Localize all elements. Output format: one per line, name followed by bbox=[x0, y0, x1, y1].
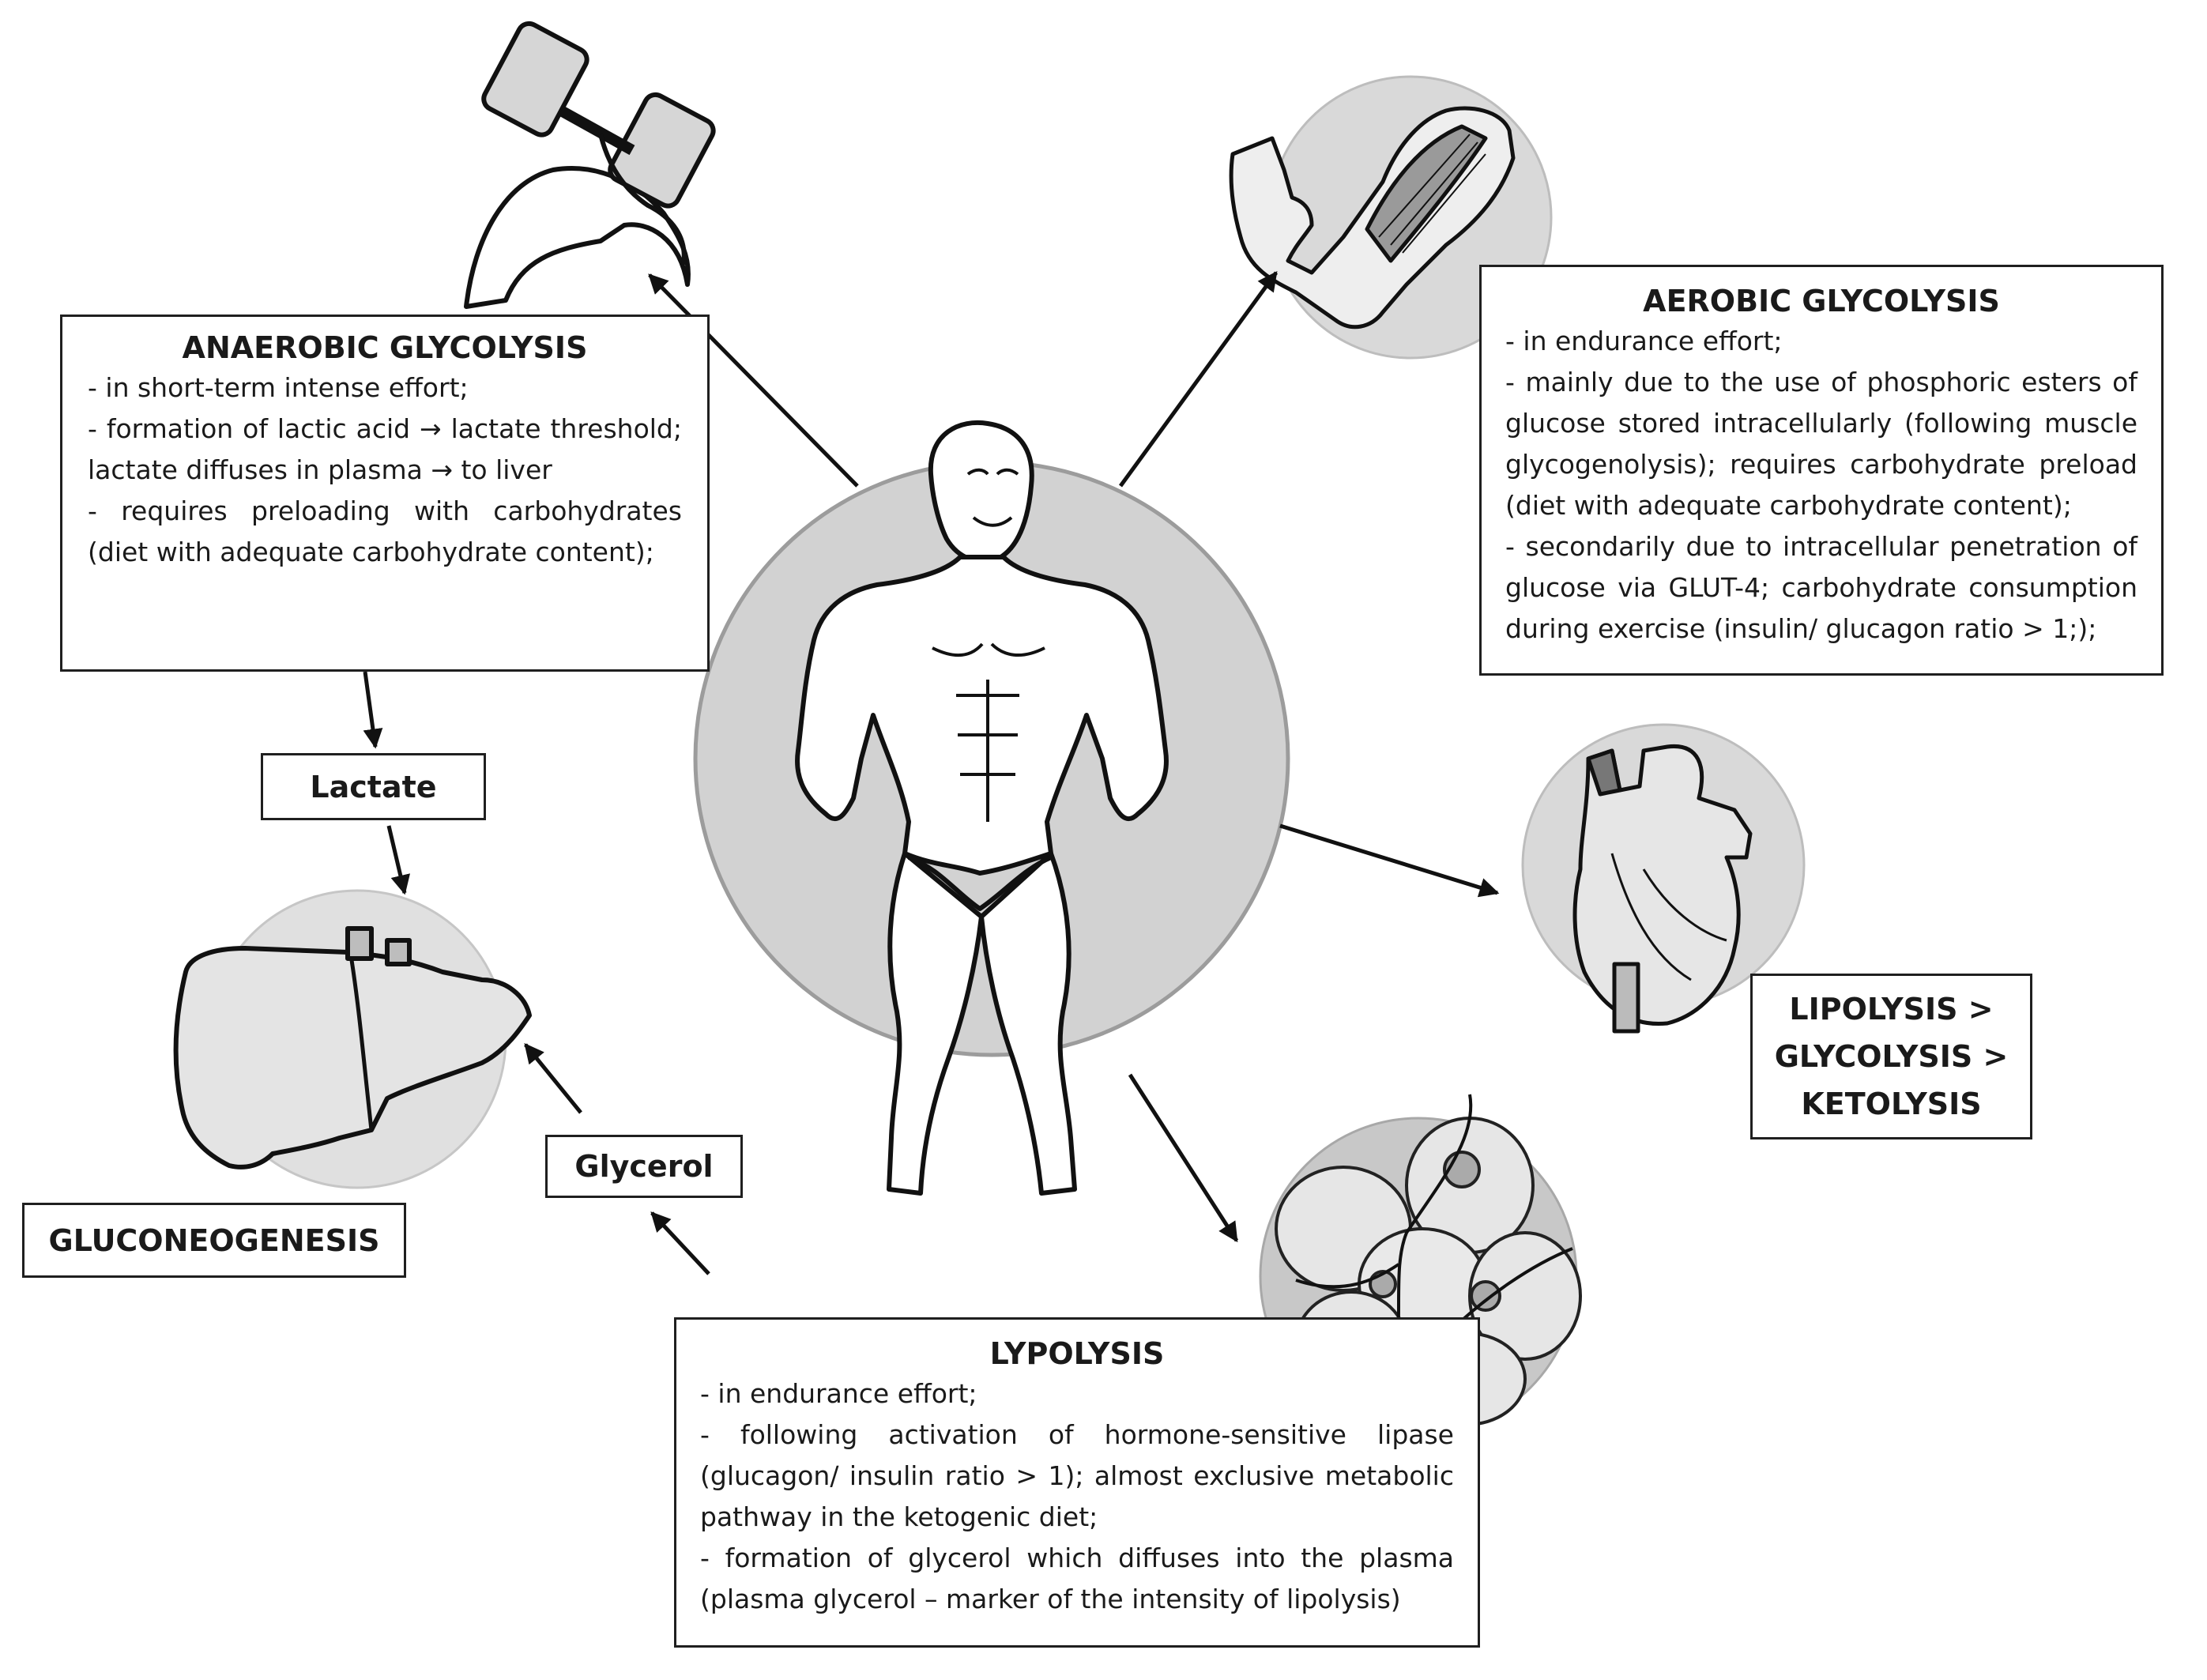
arrow-to-lactate bbox=[363, 671, 383, 749]
lypolysis-title: LYPOLYSIS bbox=[989, 1336, 1165, 1371]
heart-label-line-1: LIPOLYSIS > bbox=[1789, 992, 1994, 1026]
anaerobic-bullet-2: - formation of lactic acid → lactate thr… bbox=[88, 413, 682, 485]
aerobic-title: AEROBIC GLYCOLYSIS bbox=[1643, 284, 2000, 318]
aerobic-bullet-3: - secondarily due to intracellular penet… bbox=[1505, 531, 2137, 644]
gluconeogenesis-label: GLUCONEOGENESIS bbox=[22, 1203, 406, 1278]
heart-label-line-2: GLYCOLYSIS > bbox=[1774, 1039, 2009, 1074]
lactate-label: Lactate bbox=[261, 753, 486, 820]
heart-icon bbox=[1572, 744, 1753, 1034]
anaerobic-glycolysis-box: ANAEROBIC GLYCOLYSIS - in short-term int… bbox=[60, 315, 710, 672]
arrow-lactate-to-liver bbox=[386, 825, 411, 895]
arrow-to-anaerobic bbox=[648, 273, 859, 488]
arrow-to-glycerol bbox=[650, 1211, 710, 1275]
anaerobic-title: ANAEROBIC GLYCOLYSIS bbox=[182, 330, 588, 365]
arrow-glycerol-to-liver bbox=[524, 1043, 582, 1114]
aerobic-glycolysis-box: AEROBIC GLYCOLYSIS - in endurance effort… bbox=[1479, 265, 2164, 676]
lypolysis-bullet-3: - formation of glycerol which diffuses i… bbox=[700, 1543, 1454, 1614]
lypolysis-box: LYPOLYSIS - in endurance effort; - follo… bbox=[674, 1317, 1480, 1648]
liver-icon bbox=[173, 926, 532, 1170]
aerobic-bullet-1: - in endurance effort; bbox=[1505, 326, 1783, 356]
heart-label-line-3: KETOLYSIS bbox=[1801, 1087, 1982, 1121]
arrow-to-aerobic bbox=[1118, 270, 1279, 488]
arm-muscle-icon bbox=[1229, 106, 1516, 330]
arrow-to-heart bbox=[1279, 823, 1500, 898]
anaerobic-bullet-3: - requires preloading with carbohydrates… bbox=[88, 495, 682, 567]
lypolysis-bullet-2: - following activation of hormone-sensit… bbox=[700, 1419, 1454, 1532]
heart-metabolism-label: LIPOLYSIS > GLYCOLYSIS > KETOLYSIS bbox=[1750, 974, 2032, 1139]
glycerol-label: Glycerol bbox=[545, 1135, 743, 1198]
aerobic-bullet-2: - mainly due to the use of phosphoric es… bbox=[1505, 367, 2137, 521]
bodybuilder-icon bbox=[795, 420, 1169, 1196]
arrow-to-fat bbox=[1128, 1073, 1239, 1243]
lypolysis-bullet-1: - in endurance effort; bbox=[700, 1378, 977, 1409]
anaerobic-bullet-1: - in short-term intense effort; bbox=[88, 372, 469, 403]
dumbbell-arm-icon bbox=[464, 21, 716, 309]
connectors bbox=[363, 270, 1500, 1275]
